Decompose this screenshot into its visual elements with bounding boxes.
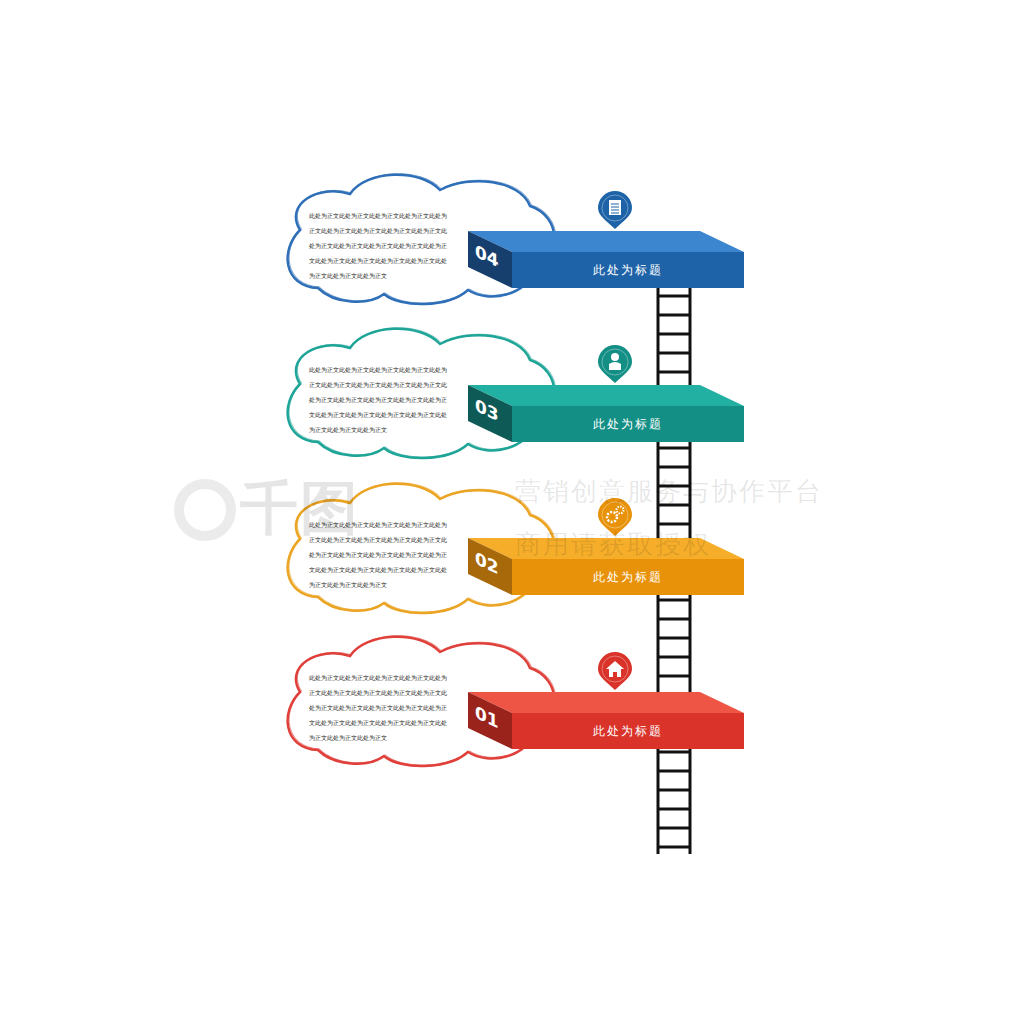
step-bar: 04此处为标题 [468, 231, 744, 288]
step-title: 此处为标题 [512, 252, 744, 288]
ladder-rung [658, 599, 690, 602]
ladder-rung [658, 789, 690, 792]
watermark-logo [179, 484, 231, 536]
body-text: 此处为正文此处为正文此处为正文此处为正文此处为正文此处为正文此处为正文此处为正文… [309, 208, 451, 283]
watermark-logo-text: 千图 [240, 470, 360, 548]
pin-icon [598, 652, 632, 690]
ladder-rung [658, 751, 690, 754]
watermark-text: 营销创意服务与协作平台 [515, 474, 823, 509]
step-title: 此处为标题 [512, 713, 744, 749]
ladder-rung [658, 371, 690, 374]
step-bar: 01此处为标题 [468, 692, 744, 749]
pin-icon [598, 191, 632, 229]
body-text: 此处为正文此处为正文此处为正文此处为正文此处为正文此处为正文此处为正文此处为正文… [309, 362, 451, 437]
ladder-rung [658, 447, 690, 450]
ladder-rung [658, 637, 690, 640]
ladder-rung [658, 770, 690, 773]
bar-shape [468, 385, 744, 442]
ladder-rung [658, 314, 690, 317]
ladder-rung [658, 333, 690, 336]
watermark-text: 商用请获取授权 [515, 527, 711, 562]
step-title: 此处为标题 [512, 559, 744, 595]
ladder-rung [658, 808, 690, 811]
ladder-rung [658, 846, 690, 849]
ladder-rung [658, 675, 690, 678]
bar-shape [468, 231, 744, 288]
body-text: 此处为正文此处为正文此处为正文此处为正文此处为正文此处为正文此处为正文此处为正文… [309, 670, 451, 745]
ladder-rung [658, 523, 690, 526]
ladder-rung [658, 656, 690, 659]
step-title: 此处为标题 [512, 406, 744, 442]
ladder-rung [658, 466, 690, 469]
ladder-rung [658, 352, 690, 355]
step-bar: 03此处为标题 [468, 385, 744, 442]
ladder-rung [658, 295, 690, 298]
bar-shape [468, 692, 744, 749]
ladder-rung [658, 827, 690, 830]
pin-icon [598, 345, 632, 383]
ladder-rung [658, 618, 690, 621]
